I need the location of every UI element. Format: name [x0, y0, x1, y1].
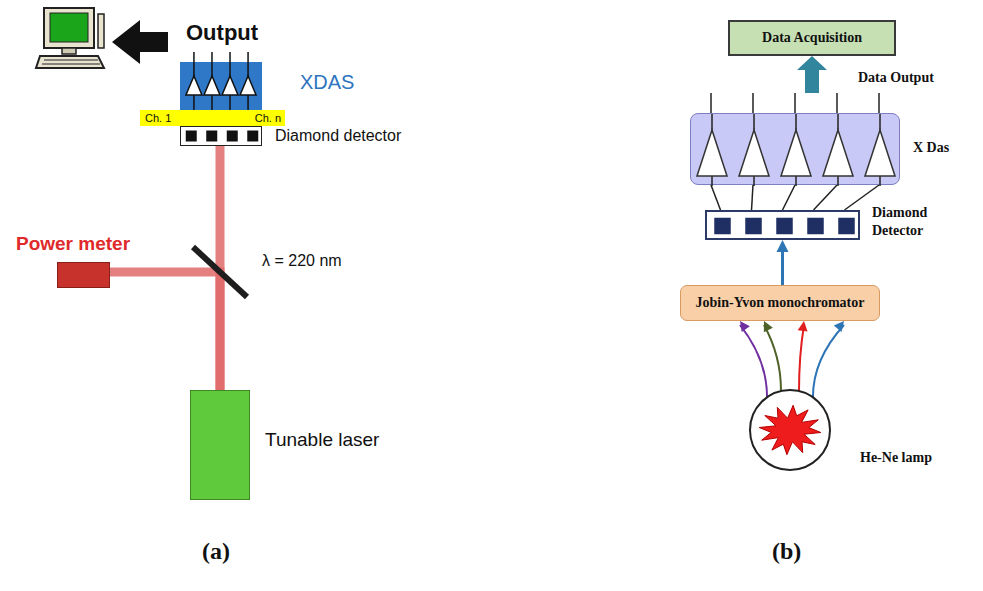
- arrow-head: [764, 321, 773, 332]
- arrow-head: [834, 321, 844, 332]
- node-label: Ch. n: [255, 111, 281, 125]
- beam-splitter: [193, 247, 247, 297]
- channel-wire: [783, 185, 796, 210]
- channel-wire: [753, 176, 755, 186]
- amplifier-symbol: [697, 130, 727, 176]
- detector-box: Diamond Detector: [705, 210, 860, 240]
- channel-wire: [711, 176, 713, 186]
- output-wire: [247, 52, 249, 62]
- amplifier-symbol: [186, 76, 202, 95]
- edge-label: Data Output: [856, 70, 936, 86]
- node-label: Power meter: [16, 233, 130, 255]
- amplifier-symbol: [222, 76, 238, 95]
- light-ray: [764, 325, 781, 391]
- lamp-flash: [759, 405, 821, 454]
- node-label: Jobin-Yvon monochromator: [696, 295, 865, 311]
- output-wire: [752, 93, 754, 113]
- channel-wire: [795, 176, 797, 186]
- connector: [110, 272, 220, 390]
- output-wire: [710, 93, 712, 113]
- amplifier-box: X Das: [690, 113, 900, 185]
- detector-pixel: [807, 218, 824, 235]
- connector: [813, 321, 844, 397]
- node-label: Ch. 1: [145, 111, 171, 125]
- output-wire: [794, 93, 796, 113]
- amplifier-symbol: [739, 130, 769, 176]
- node-label: Data Acquisition: [762, 30, 862, 46]
- output-wire: [229, 52, 231, 62]
- node-label: Diamond Detector: [872, 204, 967, 240]
- free-label: (a): [202, 538, 230, 565]
- amplifier-symbol: [204, 76, 220, 95]
- light-ray: [799, 325, 804, 391]
- amplifier-symbol: [823, 130, 853, 176]
- acquisition-box: Data Acquisition: [728, 20, 896, 56]
- free-label: (b): [772, 538, 801, 565]
- laser-box: Tunable laser: [190, 390, 250, 500]
- amplifier-symbol: [240, 76, 256, 95]
- connector: [798, 321, 808, 391]
- output-wire: [211, 52, 213, 62]
- output-arrow: [112, 20, 168, 64]
- detector-pixel: [206, 131, 217, 142]
- light-arrow: [781, 248, 784, 285]
- channel-strip: Ch. 1 Ch. n: [140, 110, 285, 126]
- node-decor: [748, 388, 832, 472]
- channel-wire: [879, 176, 881, 186]
- power-meter-box: Power meter: [57, 262, 110, 288]
- lamp-outline: [750, 390, 830, 470]
- channel-wire: [752, 185, 754, 210]
- node-decor: [707, 212, 862, 242]
- channel-wire: [814, 185, 838, 210]
- lamp-circle: He-Ne lamp: [748, 388, 832, 472]
- node-decor: [691, 114, 901, 186]
- node-label: XDAS: [300, 71, 354, 94]
- node-label: X Das: [913, 140, 949, 156]
- detector-pixel: [714, 218, 731, 235]
- computer-icon: [36, 8, 104, 68]
- arrow-head: [740, 321, 750, 332]
- connector: [777, 240, 789, 285]
- detector-pixel: [745, 218, 762, 235]
- detector-box: Diamond detector: [180, 126, 262, 146]
- arrow-head: [798, 321, 808, 332]
- detector-pixel: [186, 131, 197, 142]
- node-label: Diamond detector: [275, 127, 401, 145]
- output-wire: [193, 52, 195, 62]
- amplifier-box: XDAS: [180, 62, 262, 110]
- light-ray: [740, 325, 767, 397]
- block-arrow: [797, 56, 827, 93]
- detector-pixel: [247, 131, 258, 142]
- monochromator-box: Jobin-Yvon monochromator: [680, 285, 880, 321]
- detector-pixel: [838, 218, 855, 235]
- node-decor: [180, 62, 262, 110]
- free-label: Output: [186, 20, 258, 46]
- detector-pixel: [776, 218, 793, 235]
- node-decor: [181, 127, 263, 147]
- amplifier-symbol: [781, 130, 811, 176]
- laser-beam: [110, 272, 220, 390]
- output-wire: [878, 93, 880, 113]
- channel-wire: [837, 176, 839, 186]
- channel-wire: [711, 185, 721, 210]
- detector-pixel: [227, 131, 238, 142]
- arrow-head: [777, 240, 789, 252]
- amplifier-symbol: [865, 130, 895, 176]
- node-label: He-Ne lamp: [860, 450, 932, 466]
- connector: [711, 185, 879, 210]
- node-label: Tunable laser: [265, 429, 379, 451]
- connector: [764, 321, 781, 391]
- connector: [797, 56, 827, 93]
- output-wire: [836, 93, 838, 113]
- light-ray: [813, 325, 844, 397]
- connector: [740, 321, 767, 397]
- free-label: λ = 220 nm: [262, 252, 342, 270]
